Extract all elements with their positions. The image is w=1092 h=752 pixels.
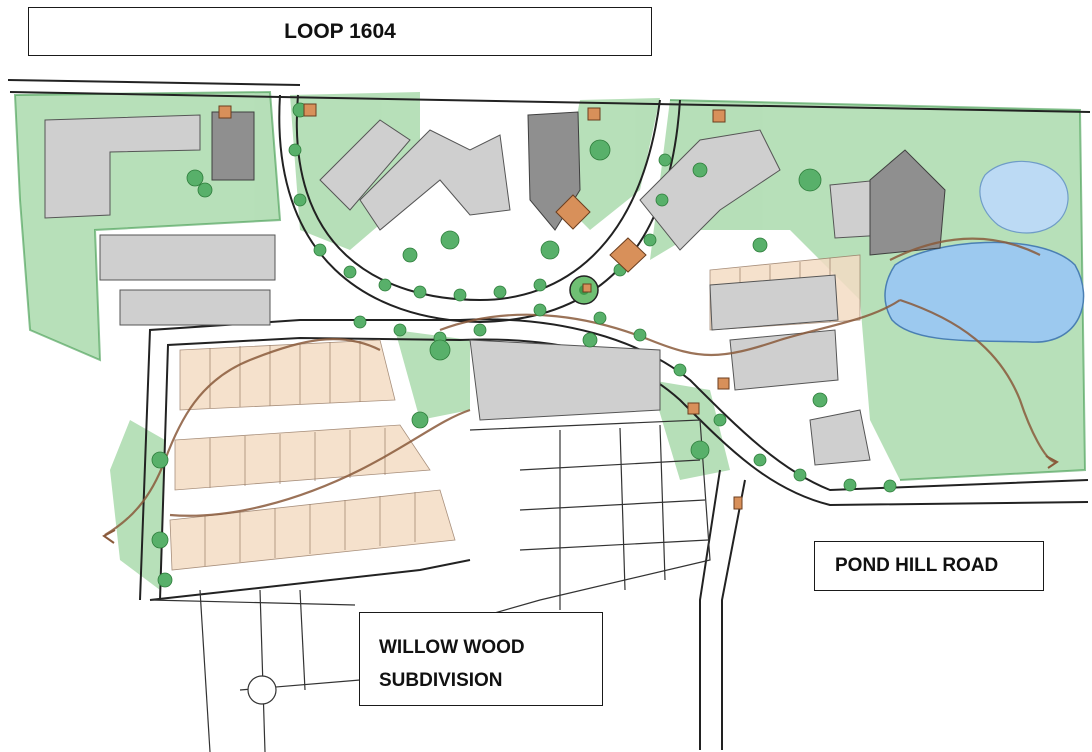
willow-wood-subdivision-label: WILLOW WOOD SUBDIVISION xyxy=(359,612,603,706)
subdivision-lots xyxy=(149,419,711,752)
willow-wood-line2: SUBDIVISION xyxy=(379,670,503,691)
willow-wood-line1: WILLOW WOOD xyxy=(379,637,525,658)
road-network xyxy=(7,79,1091,750)
tree-icon xyxy=(151,102,897,588)
pond-icon xyxy=(884,160,1085,343)
buildings-gray xyxy=(44,114,886,466)
pond-hill-road-label: POND HILL ROAD xyxy=(814,541,1044,591)
loop-1604-label: LOOP 1604 xyxy=(28,7,652,56)
trail-arrow-icon xyxy=(102,455,1059,544)
gazebo-icon xyxy=(218,103,743,510)
